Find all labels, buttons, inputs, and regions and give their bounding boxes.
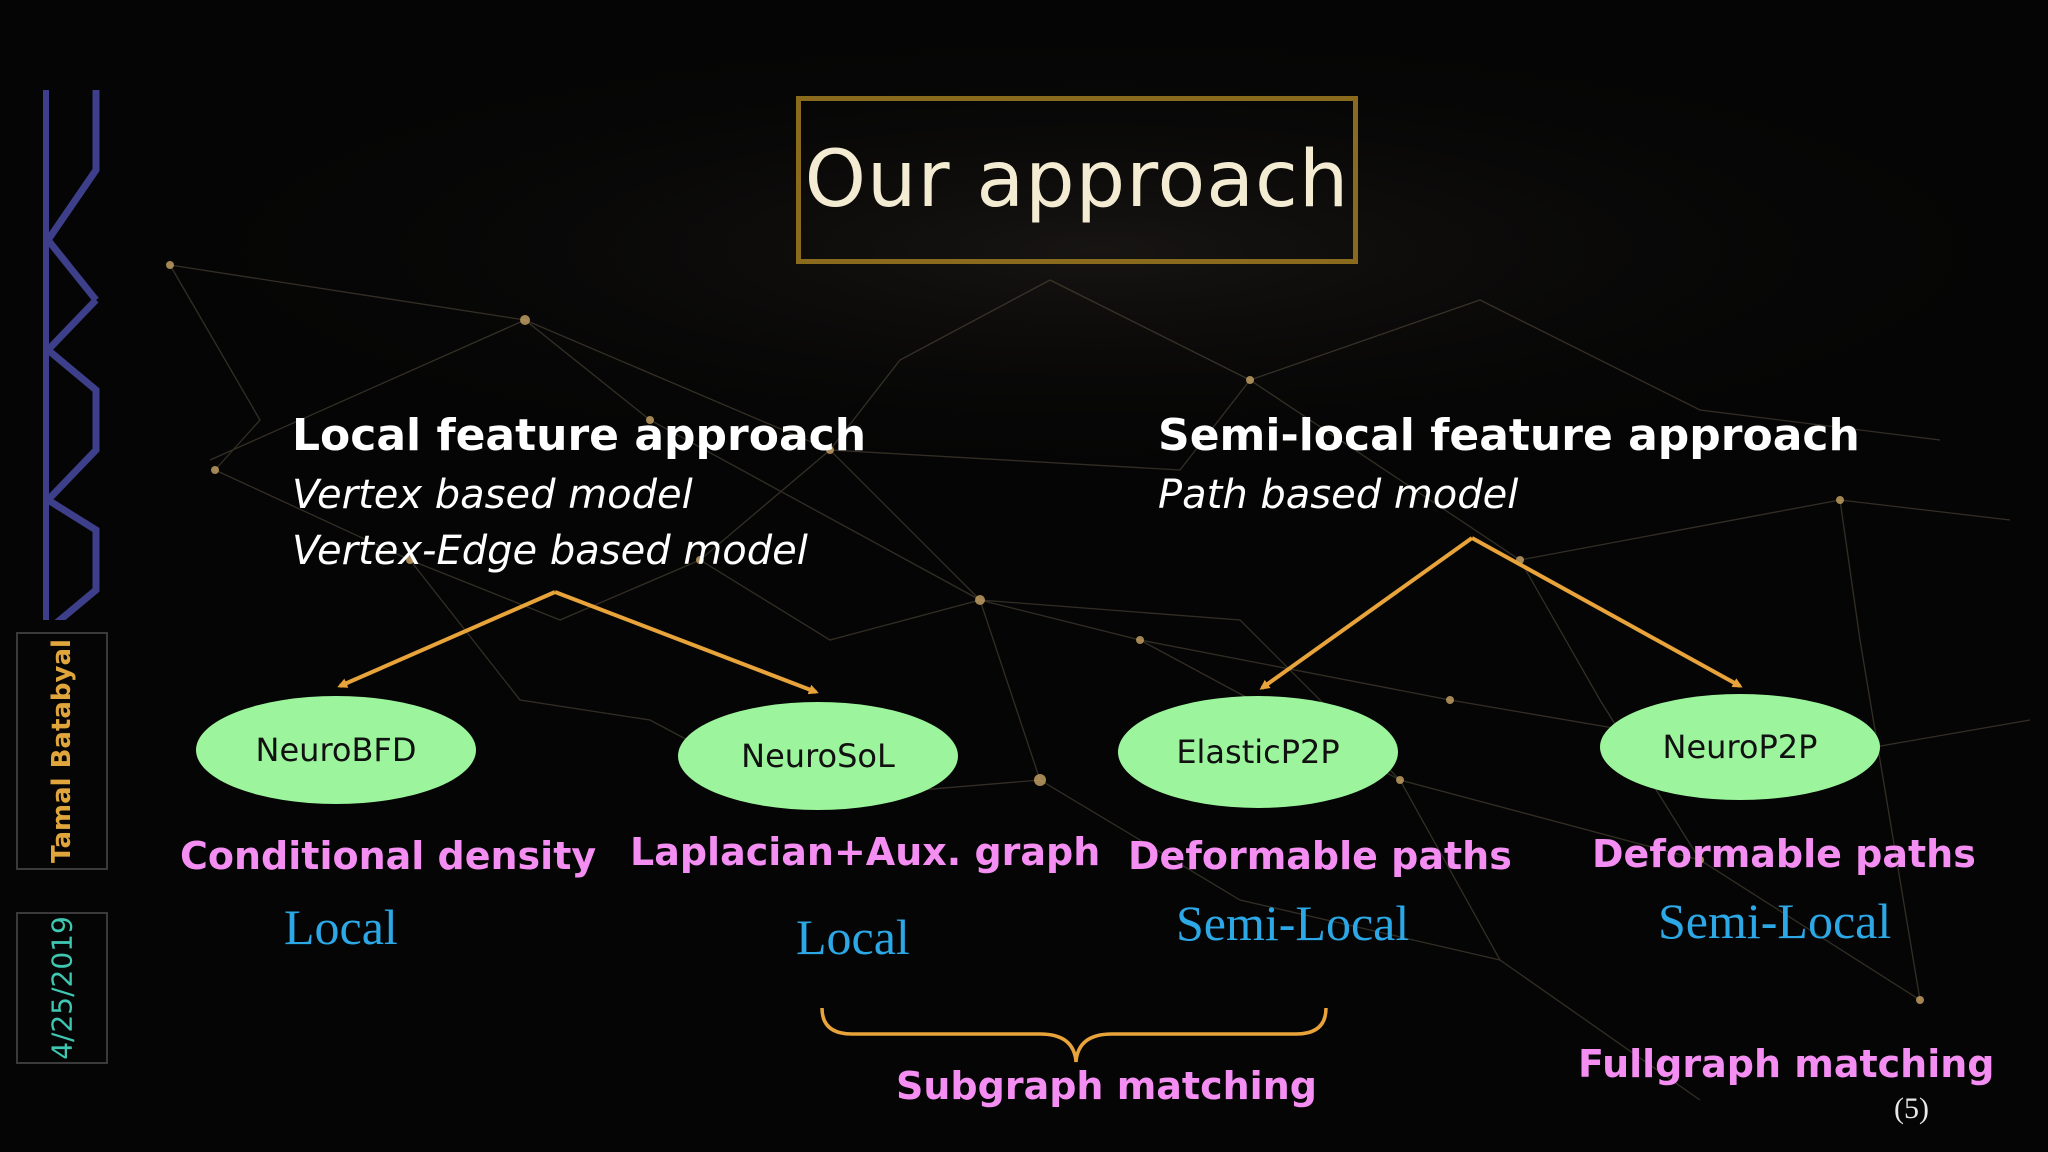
scope-neurosol: Local <box>796 909 910 965</box>
slide-title: Our approach <box>804 135 1350 225</box>
method-neurobfd-label: NeuroBFD <box>255 731 417 769</box>
scope-elasticp2p: Semi-Local <box>1176 895 1410 951</box>
date-box: 4/25/2019 <box>16 912 108 1064</box>
arrow-to-neurop2p <box>1471 536 1743 688</box>
author-box: Tamal Batabyal <box>16 632 108 870</box>
method-neurop2p: NeuroP2P <box>1600 694 1880 800</box>
feature-elasticp2p: Deformable paths <box>1128 834 1512 878</box>
scope-neurobfd: Local <box>284 899 398 955</box>
method-elasticp2p: ElasticP2P <box>1118 696 1398 808</box>
feature-neurop2p: Deformable paths <box>1592 832 1976 876</box>
arrow-to-neurobfd <box>337 590 556 688</box>
feature-neurosol: Laplacian+Aux. graph <box>630 830 1101 874</box>
method-neurosol-label: NeuroSoL <box>741 737 895 775</box>
left-group-subtitle-2: Vertex-Edge based model <box>292 528 808 574</box>
method-neurosol: NeuroSoL <box>678 702 958 810</box>
left-group-heading: Local feature approach <box>292 410 867 461</box>
subgraph-brace <box>820 1007 1328 1063</box>
right-group-subtitle-1: Path based model <box>1158 472 1519 518</box>
title-box: Our approach <box>796 96 1358 264</box>
left-group-subtitle-1: Vertex based model <box>292 472 693 518</box>
method-elasticp2p-label: ElasticP2P <box>1176 733 1340 771</box>
logo-icon <box>42 90 100 620</box>
subgraph-matching-label: Subgraph matching <box>896 1064 1317 1108</box>
method-neurobfd: NeuroBFD <box>196 696 476 804</box>
fullgraph-matching-label: Fullgraph matching <box>1578 1042 1995 1086</box>
arrow-to-elasticp2p <box>1259 536 1474 690</box>
scope-neurop2p: Semi-Local <box>1658 893 1892 949</box>
feature-neurobfd: Conditional density <box>180 834 597 878</box>
method-neurop2p-label: NeuroP2P <box>1662 728 1818 766</box>
right-group-heading: Semi-local feature approach <box>1158 410 1860 461</box>
arrow-to-neurosol <box>554 590 819 695</box>
page-number: (5) <box>1894 1092 1929 1125</box>
